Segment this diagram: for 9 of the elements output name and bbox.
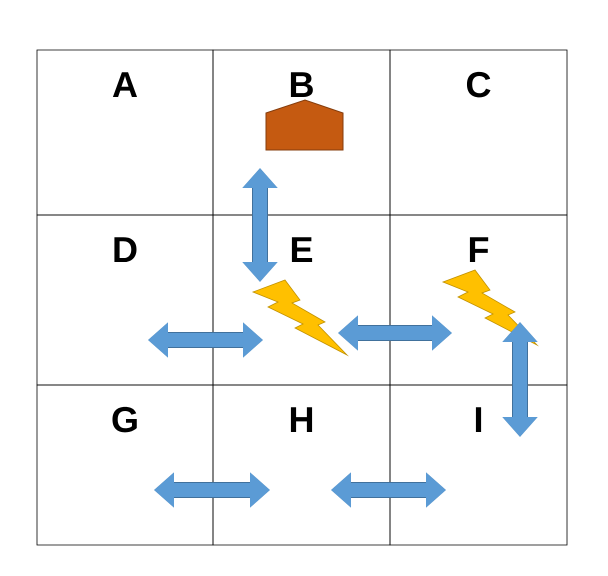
grid-cell: E [212, 214, 390, 386]
grid-cell: B [212, 50, 390, 216]
grid-cell: D [36, 214, 214, 386]
grid-cell: C [390, 50, 568, 216]
grid-cell: H [212, 384, 390, 546]
grid-cell: A [36, 50, 214, 216]
grid-cell: I [390, 384, 568, 546]
grid-cell: G [36, 384, 214, 546]
grid-cell: F [390, 214, 568, 386]
